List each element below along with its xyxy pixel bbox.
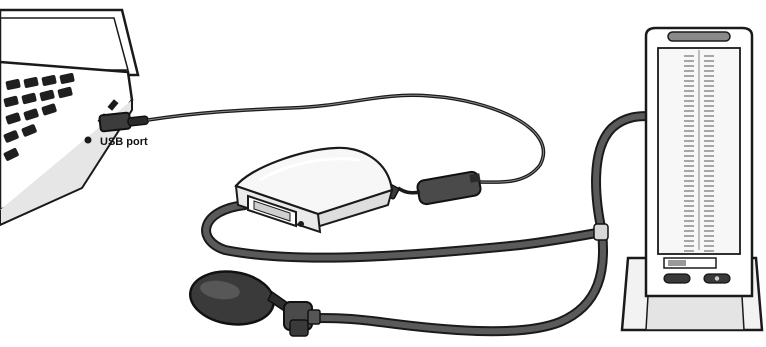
interface-module-icon xyxy=(236,148,392,232)
bulb-icon xyxy=(187,266,320,336)
mercury-column-icon xyxy=(622,28,762,330)
connector-icon xyxy=(416,171,481,205)
usb-plug-icon xyxy=(99,112,148,131)
usb-port-label: USB port xyxy=(100,136,148,148)
